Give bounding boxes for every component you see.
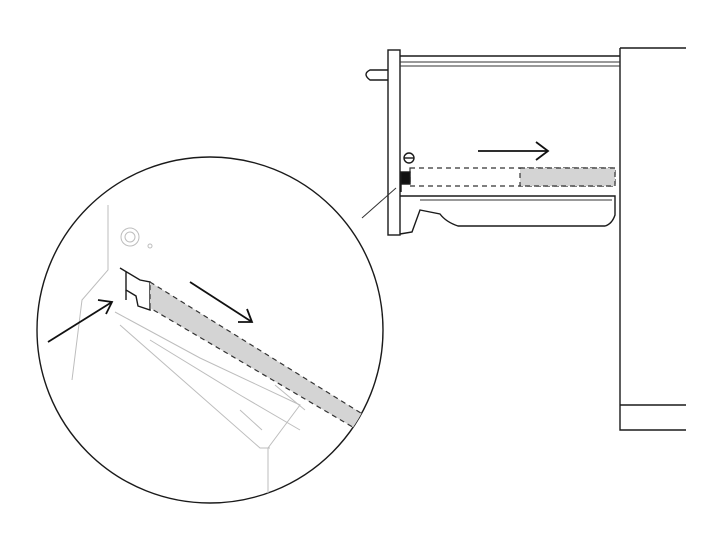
detail-lock-catch: [119, 267, 151, 311]
slide-rail-strip-fill: [519, 167, 616, 187]
arrow-diagonal-icon: [47, 299, 114, 343]
detail-front-edge: [71, 205, 109, 381]
lock-catch: [400, 171, 411, 185]
arrow-right-icon: [478, 141, 550, 161]
detail-screw-icon: [120, 227, 153, 249]
drawer-front-panel: [387, 49, 401, 236]
arrow-slide-icon: [189, 281, 254, 323]
magnified-detail: [36, 156, 384, 504]
drawer-bottom-profile: [399, 195, 616, 235]
detail-rail-strip: [149, 280, 383, 448]
screw-icon: [403, 152, 415, 164]
detail-drawer-base-2: [149, 339, 306, 431]
detail-drawer-base: [114, 311, 301, 503]
cabinet-drawer-view: [361, 47, 686, 431]
drawer-handle: [365, 69, 388, 81]
magnifier-leader: [361, 187, 397, 219]
cabinet-side-panel: [619, 47, 686, 431]
